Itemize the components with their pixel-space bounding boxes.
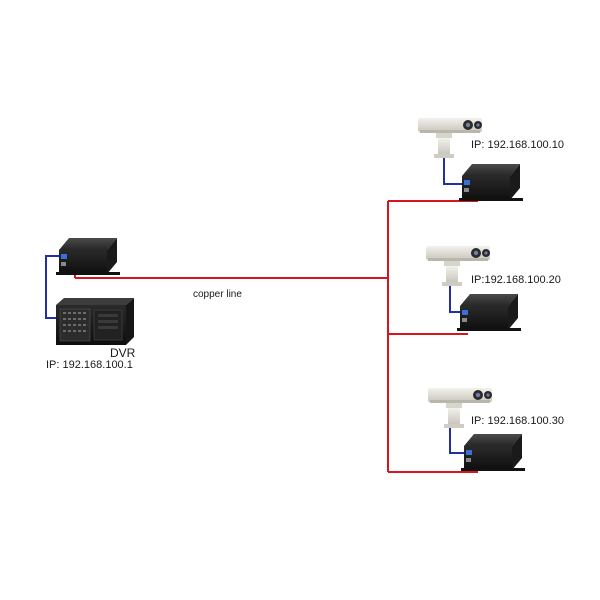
camera-1-icon bbox=[418, 118, 482, 158]
patch-cables bbox=[45, 158, 466, 454]
camera-2-converter-icon bbox=[457, 294, 521, 331]
camera-3-converter-icon bbox=[461, 434, 525, 471]
camera-3-ip-label: IP: 192.168.100.30 bbox=[471, 415, 564, 427]
camera-2-ip-label: IP:192.168.100.20 bbox=[471, 274, 561, 286]
dvr-device-icon bbox=[56, 298, 134, 345]
dvr-converter-icon bbox=[56, 238, 120, 275]
dvr-label: DVR bbox=[110, 346, 136, 360]
copper-line-label: copper line bbox=[193, 289, 242, 300]
camera-1-converter-icon bbox=[459, 164, 523, 201]
dvr-ip-label: IP: 192.168.100.1 bbox=[46, 359, 133, 371]
camera-1-ip-label: IP: 192.168.100.10 bbox=[471, 139, 564, 151]
copper-line bbox=[74, 200, 478, 473]
